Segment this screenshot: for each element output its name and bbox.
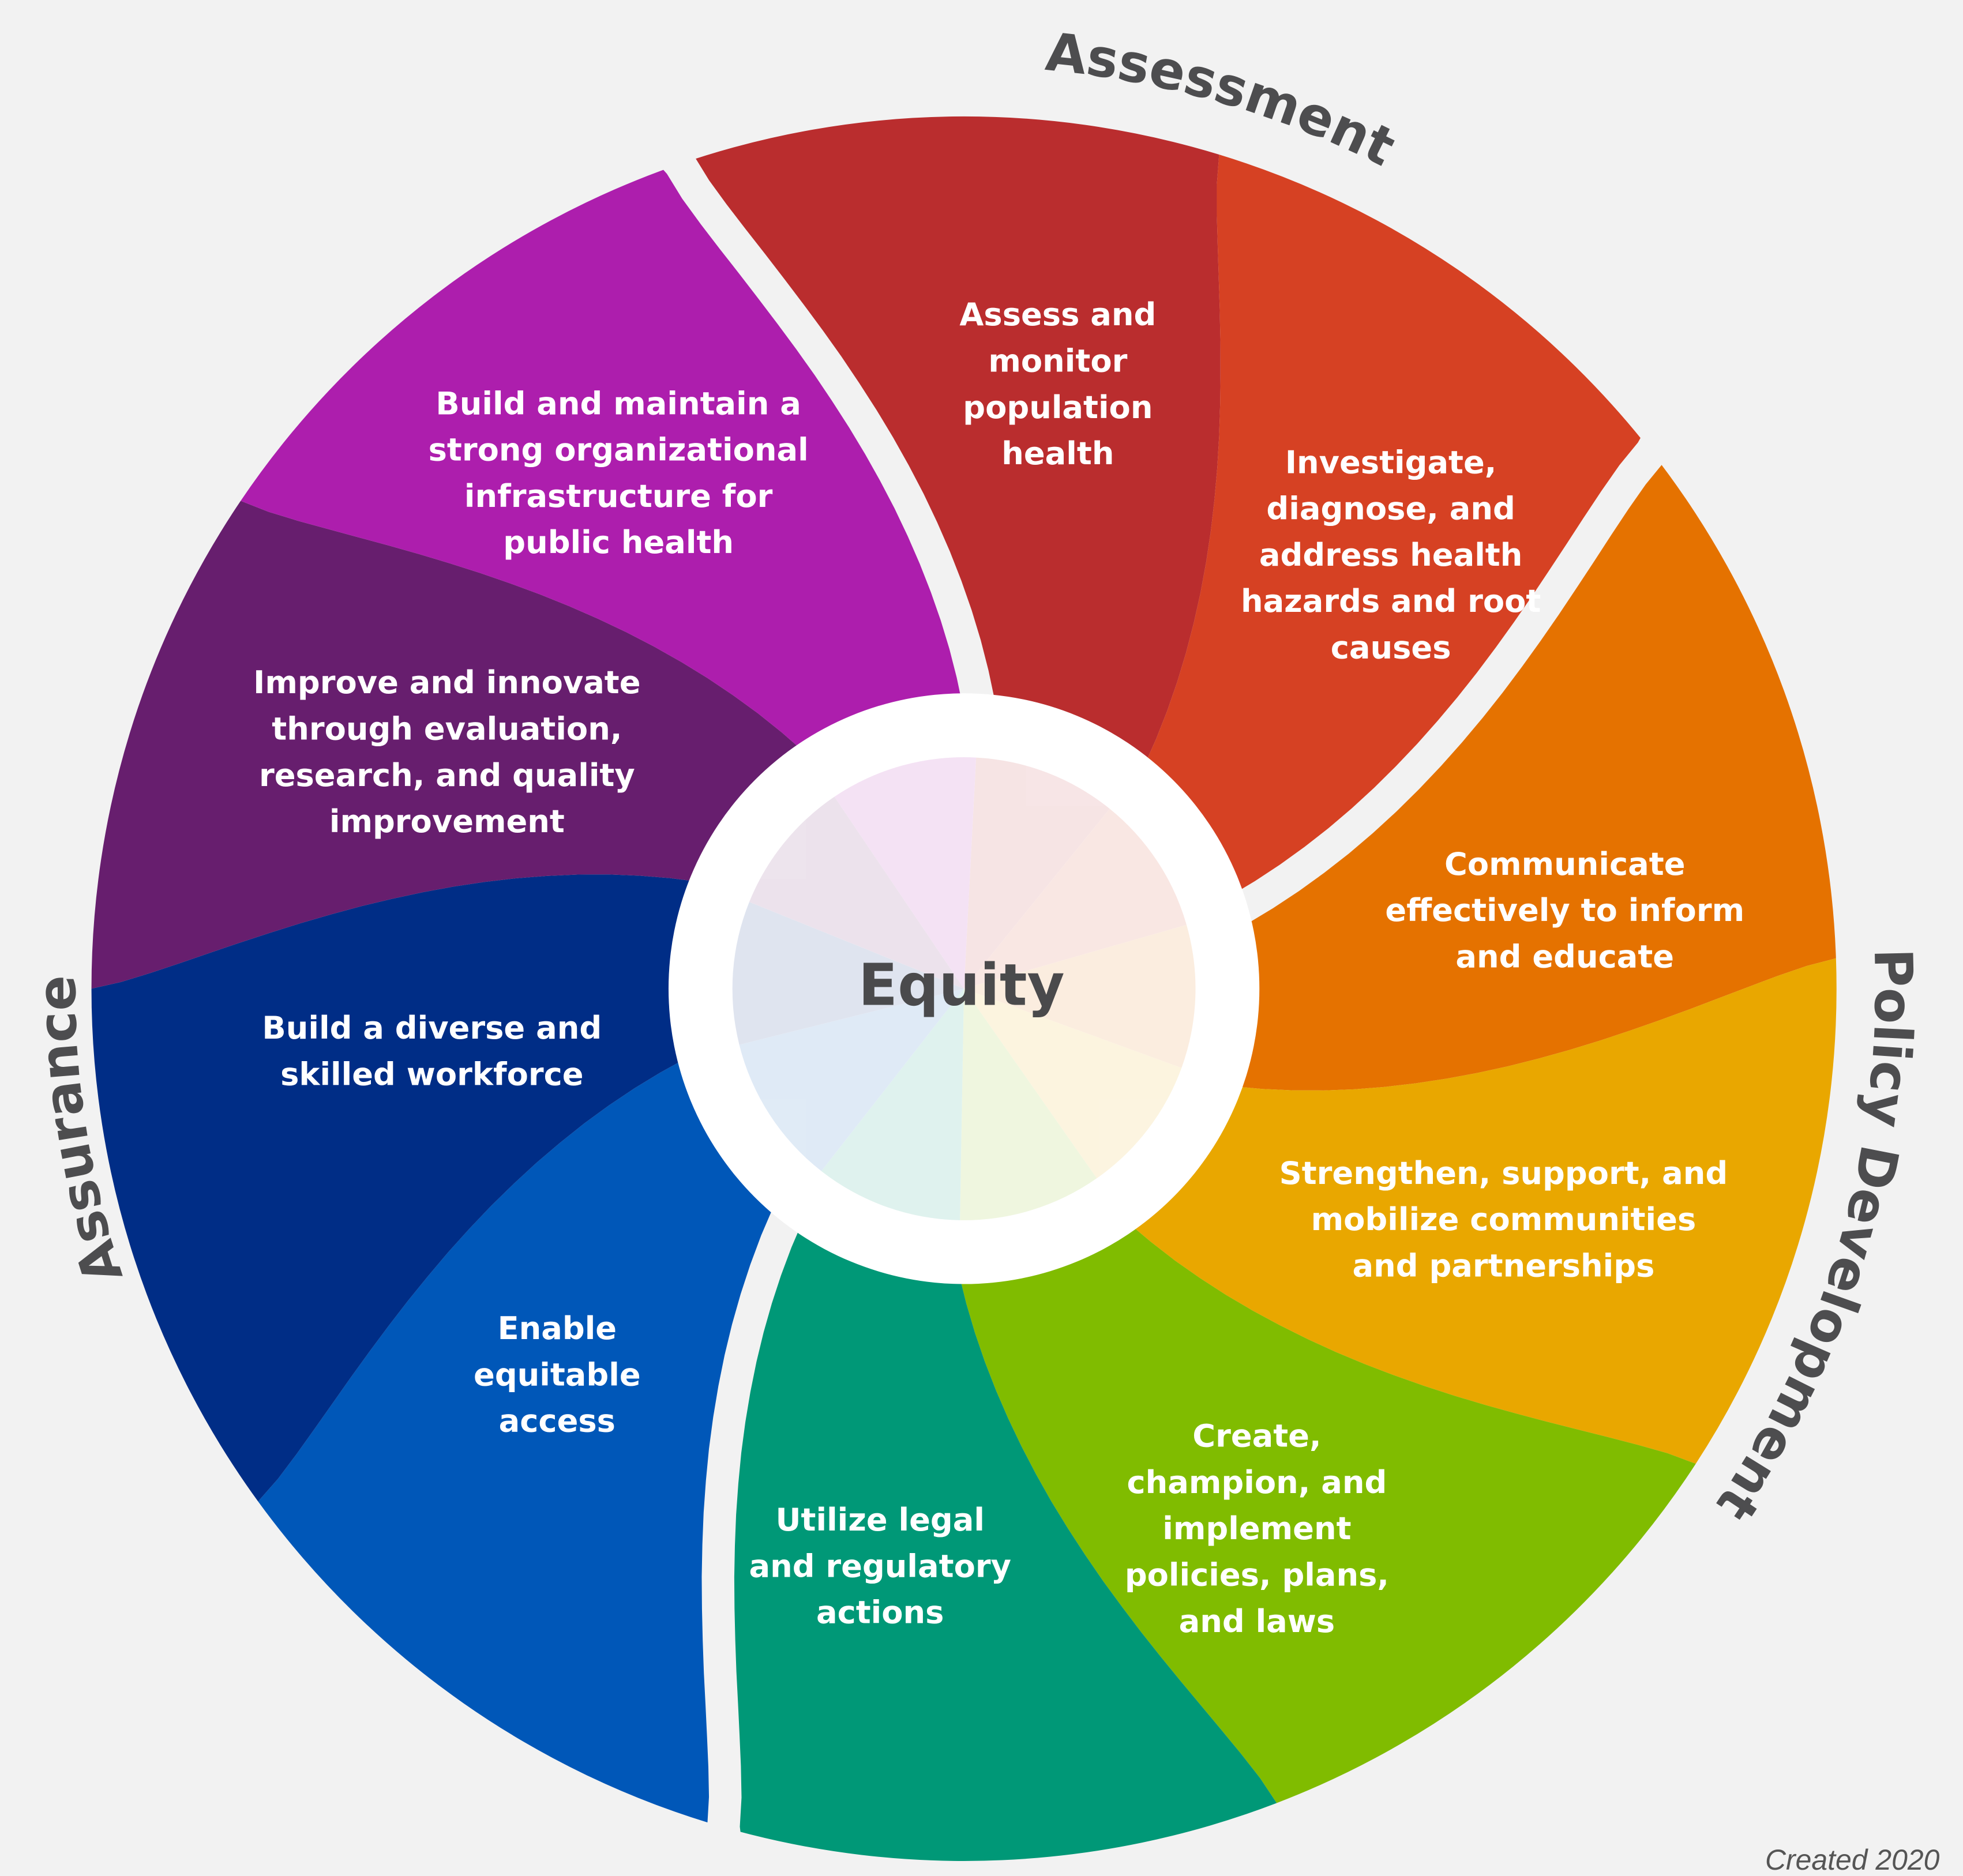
sector-improve-innovate — [91, 501, 805, 989]
service-label-line: strong organizational — [429, 432, 809, 468]
center-wedge-strengthen-mobilize — [964, 988, 1182, 1179]
center-wedge-diverse-workforce — [732, 902, 964, 1045]
service-label-assess-monitor: Assess and monitor population health — [959, 296, 1156, 472]
service-label-improve-innovate: Improve and innovate through evaluation, r… — [253, 664, 640, 840]
service-label-line: diagnose, and — [1266, 491, 1515, 527]
service-label-line: research, and quality — [259, 757, 635, 794]
service-label-line: equitable — [474, 1356, 641, 1393]
phase-gap — [701, 1207, 804, 1870]
sector-utilize-legal — [718, 1213, 1277, 1861]
service-label-line: actions — [816, 1595, 944, 1631]
sector-diverse-workforce — [91, 874, 700, 1502]
service-label-line: causes — [1331, 629, 1451, 666]
center-pale-pinwheel — [732, 757, 1196, 1220]
service-label-line: mobilize communities — [1311, 1201, 1696, 1238]
service-label-line: Strengthen, support, and — [1279, 1155, 1728, 1191]
service-label-line: improvement — [329, 803, 565, 840]
service-label-line: and regulatory — [749, 1548, 1011, 1584]
center-ring — [668, 693, 1260, 1284]
service-label-communicate: Communicate effectively to inform and educ… — [1385, 846, 1744, 975]
service-label-line: champion, and — [1127, 1464, 1387, 1501]
service-label-line: Enable — [498, 1310, 617, 1347]
service-label-create-champion: Create, champion, and implement policies, p… — [1125, 1418, 1389, 1640]
service-sectors — [91, 116, 1837, 1861]
service-label-strengthen-mobilize: Strengthen, support, and mobilize communi… — [1279, 1155, 1728, 1284]
service-label-diverse-workforce: Build a diverse and skilled workforce — [262, 1010, 602, 1092]
service-label-line: health — [1001, 435, 1114, 472]
service-label-line: Assess and — [959, 296, 1156, 333]
service-label-line: population — [963, 389, 1153, 426]
center-wedge-improve-innovate — [749, 796, 964, 989]
service-labels: Assess and monitor population health Investi… — [253, 296, 1744, 1640]
service-label-line: Improve and innovate — [253, 664, 640, 701]
service-label-enable-access: Enable equitable access — [474, 1310, 641, 1439]
phase-gap — [640, 122, 995, 708]
service-label-line: and educate — [1455, 938, 1674, 975]
sector-communicate — [1232, 452, 1836, 1091]
service-label-line: Build and maintain a — [436, 385, 801, 422]
service-label-line: Create, — [1192, 1418, 1321, 1454]
sector-create-champion — [959, 1222, 1696, 1803]
center-wedge-enable-access — [739, 988, 964, 1171]
service-label-line: skilled workforce — [280, 1056, 583, 1092]
center-wedge-communicate — [964, 924, 1196, 1068]
service-label-investigate-diagnose: Investigate, diagnose, and address health h… — [1241, 444, 1541, 666]
service-label-line: Investigate, — [1285, 444, 1497, 480]
sector-assess-monitor — [680, 116, 1221, 767]
service-label-line: effectively to inform — [1385, 892, 1744, 928]
service-label-line: and partnerships — [1352, 1248, 1654, 1284]
service-label-line: policies, plans, — [1125, 1557, 1389, 1593]
sector-investigate-diagnose — [1143, 155, 1652, 911]
sector-enable-access — [258, 1058, 789, 1828]
center-wedge-create-champion — [960, 988, 1097, 1220]
center-label-equity: Equity — [858, 952, 1065, 1019]
service-label-line: Build a diverse and — [262, 1010, 602, 1046]
service-label-line: monitor — [988, 343, 1127, 379]
center-wedge-assess-monitor — [964, 757, 1110, 989]
service-label-line: Communicate — [1444, 846, 1685, 882]
center-wedge-organizational-infrastructure — [834, 757, 977, 989]
service-label-utilize-legal: Utilize legal and regulatory actions — [749, 1502, 1011, 1631]
created-note: Created 2020 — [1765, 1844, 1940, 1876]
service-label-organizational-infrastructure: Build and maintain a strong organizationa… — [429, 385, 809, 561]
phase-gaps — [640, 122, 1686, 1870]
service-label-line: infrastructure for — [464, 478, 773, 514]
sector-organizational-infrastructure — [241, 164, 979, 753]
service-label-line: Utilize legal — [775, 1502, 984, 1538]
service-label-line: and laws — [1179, 1603, 1335, 1640]
center-wedge-utilize-legal — [821, 988, 964, 1220]
phase-gap — [1230, 408, 1686, 924]
sector-strengthen-mobilize — [1127, 958, 1837, 1464]
service-label-line: address health — [1259, 537, 1522, 573]
service-label-line: public health — [503, 524, 734, 561]
service-label-line: implement — [1162, 1510, 1351, 1547]
service-label-line: hazards and root — [1241, 583, 1541, 619]
center-wedge-investigate-diagnose — [964, 809, 1187, 989]
service-label-line: through evaluation, — [272, 711, 622, 747]
service-label-line: access — [499, 1403, 615, 1439]
